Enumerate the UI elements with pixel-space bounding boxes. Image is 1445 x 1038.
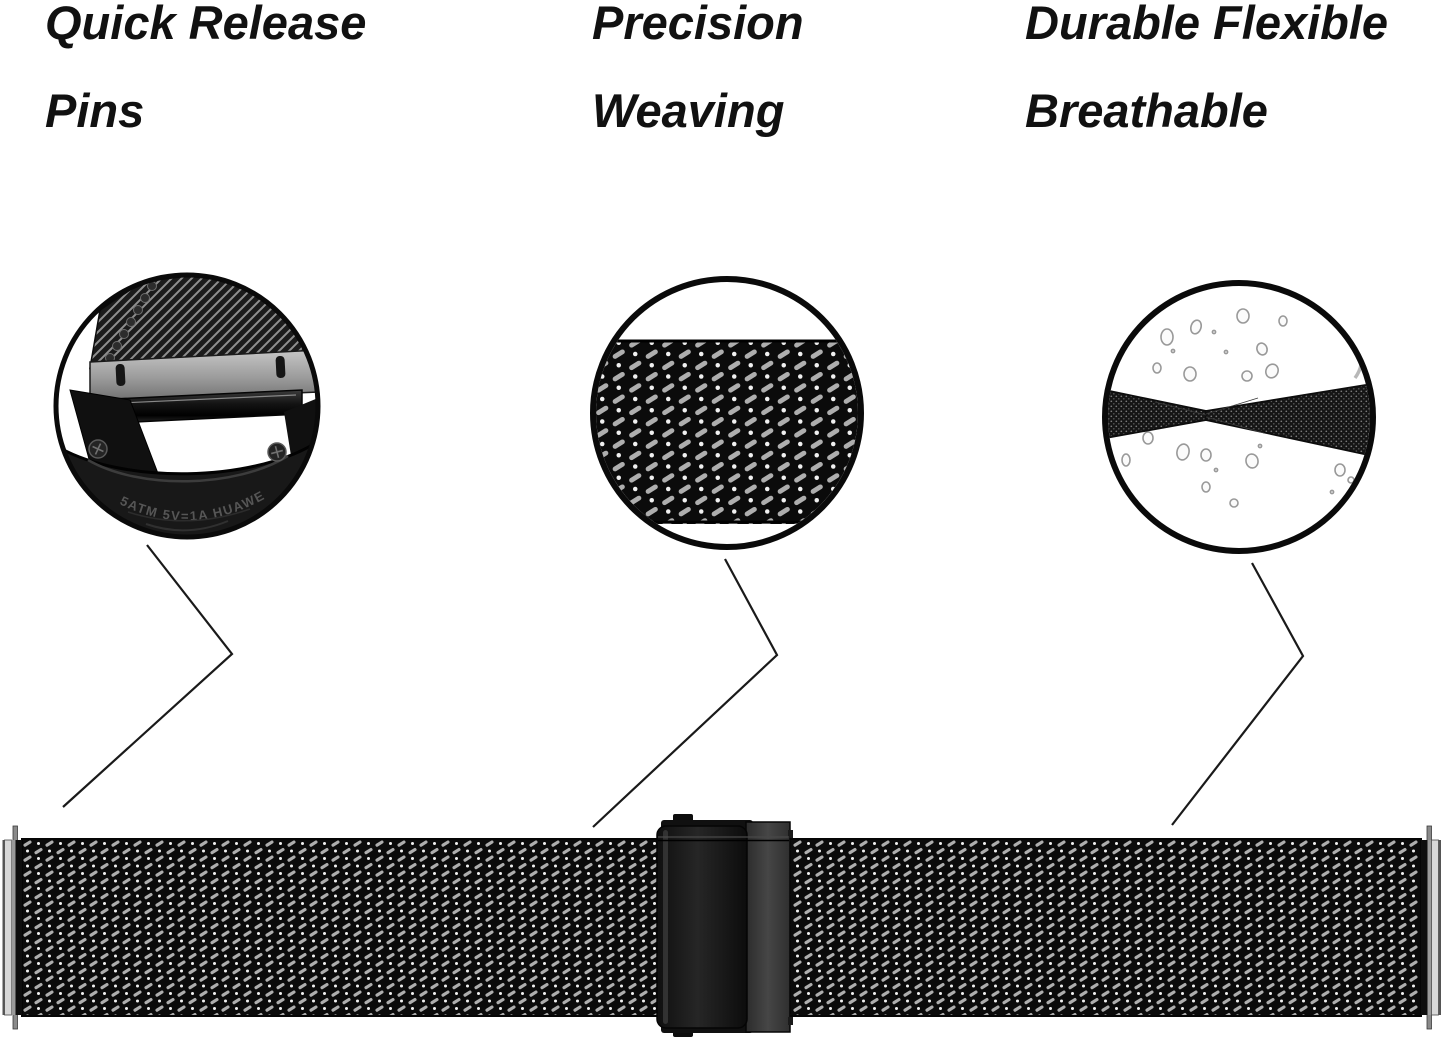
end-bar [1427,840,1432,1015]
band-photo [2,814,1441,1037]
band-end-left [2,825,22,1030]
clasp-plate [745,821,791,1033]
caseback-inner-arc [127,508,251,522]
mesh-weave-swatch [596,340,858,524]
heading-line: Durable Flexible [1025,0,1389,49]
leader-line-precision-weaving [592,558,779,828]
plate-slot [115,363,126,386]
feature-heading-precision-weaving: Precision Weaving [592,0,804,137]
clasp-body-highlight [663,830,668,1024]
case-screw-icon [267,442,287,462]
clasp-plate-pin [788,830,793,838]
heading-line: Precision [592,0,804,49]
figure-quick-release-closeup: 5ATM 5V=1A HUAWE [53,272,321,540]
circle-ring [1102,280,1376,554]
clasp-plate-pin [788,1017,793,1025]
spring-bar-pin [1426,825,1432,842]
caseback-highlight [87,454,289,483]
twist-lines [1154,397,1265,434]
feature-heading-durable-flexible-breathable: Durable Flexible Breathable [1025,0,1389,137]
water-droplets-icon [1121,308,1355,508]
caseback-inner-arc [145,520,229,532]
band-end-right [1421,825,1441,1030]
spring-bar-pin [1426,1013,1432,1030]
spring-bar-pin [12,825,18,842]
end-bar [2,840,5,1015]
end-bar [1421,840,1428,1015]
heading-line: Pins [45,84,145,137]
leader-line-quick-release [62,544,234,808]
heading-line: Breathable [1025,84,1268,137]
adapter-plate [89,349,316,403]
figure-precision-weaving-closeup [590,276,864,550]
end-bar [15,840,22,1015]
plate-slot [275,355,286,378]
case-screw-icon [88,439,108,459]
heading-line: Weaving [592,84,785,137]
clasp-body [656,825,748,1029]
end-bar [1438,840,1441,1015]
circle-ring [53,272,321,540]
end-bar [11,840,16,1015]
figure-durable-flexible-closeup [1102,280,1376,554]
end-bar [4,839,12,1016]
circle-ring [590,276,864,550]
end-bar [1431,839,1439,1016]
spring-bar-pin [12,1013,18,1030]
leader-line-durable-flexible [1171,562,1305,826]
feature-heading-quick-release-pins: Quick Release Pins [45,0,367,137]
heading-line: Quick Release [45,0,367,49]
band-clasp [656,814,793,1037]
